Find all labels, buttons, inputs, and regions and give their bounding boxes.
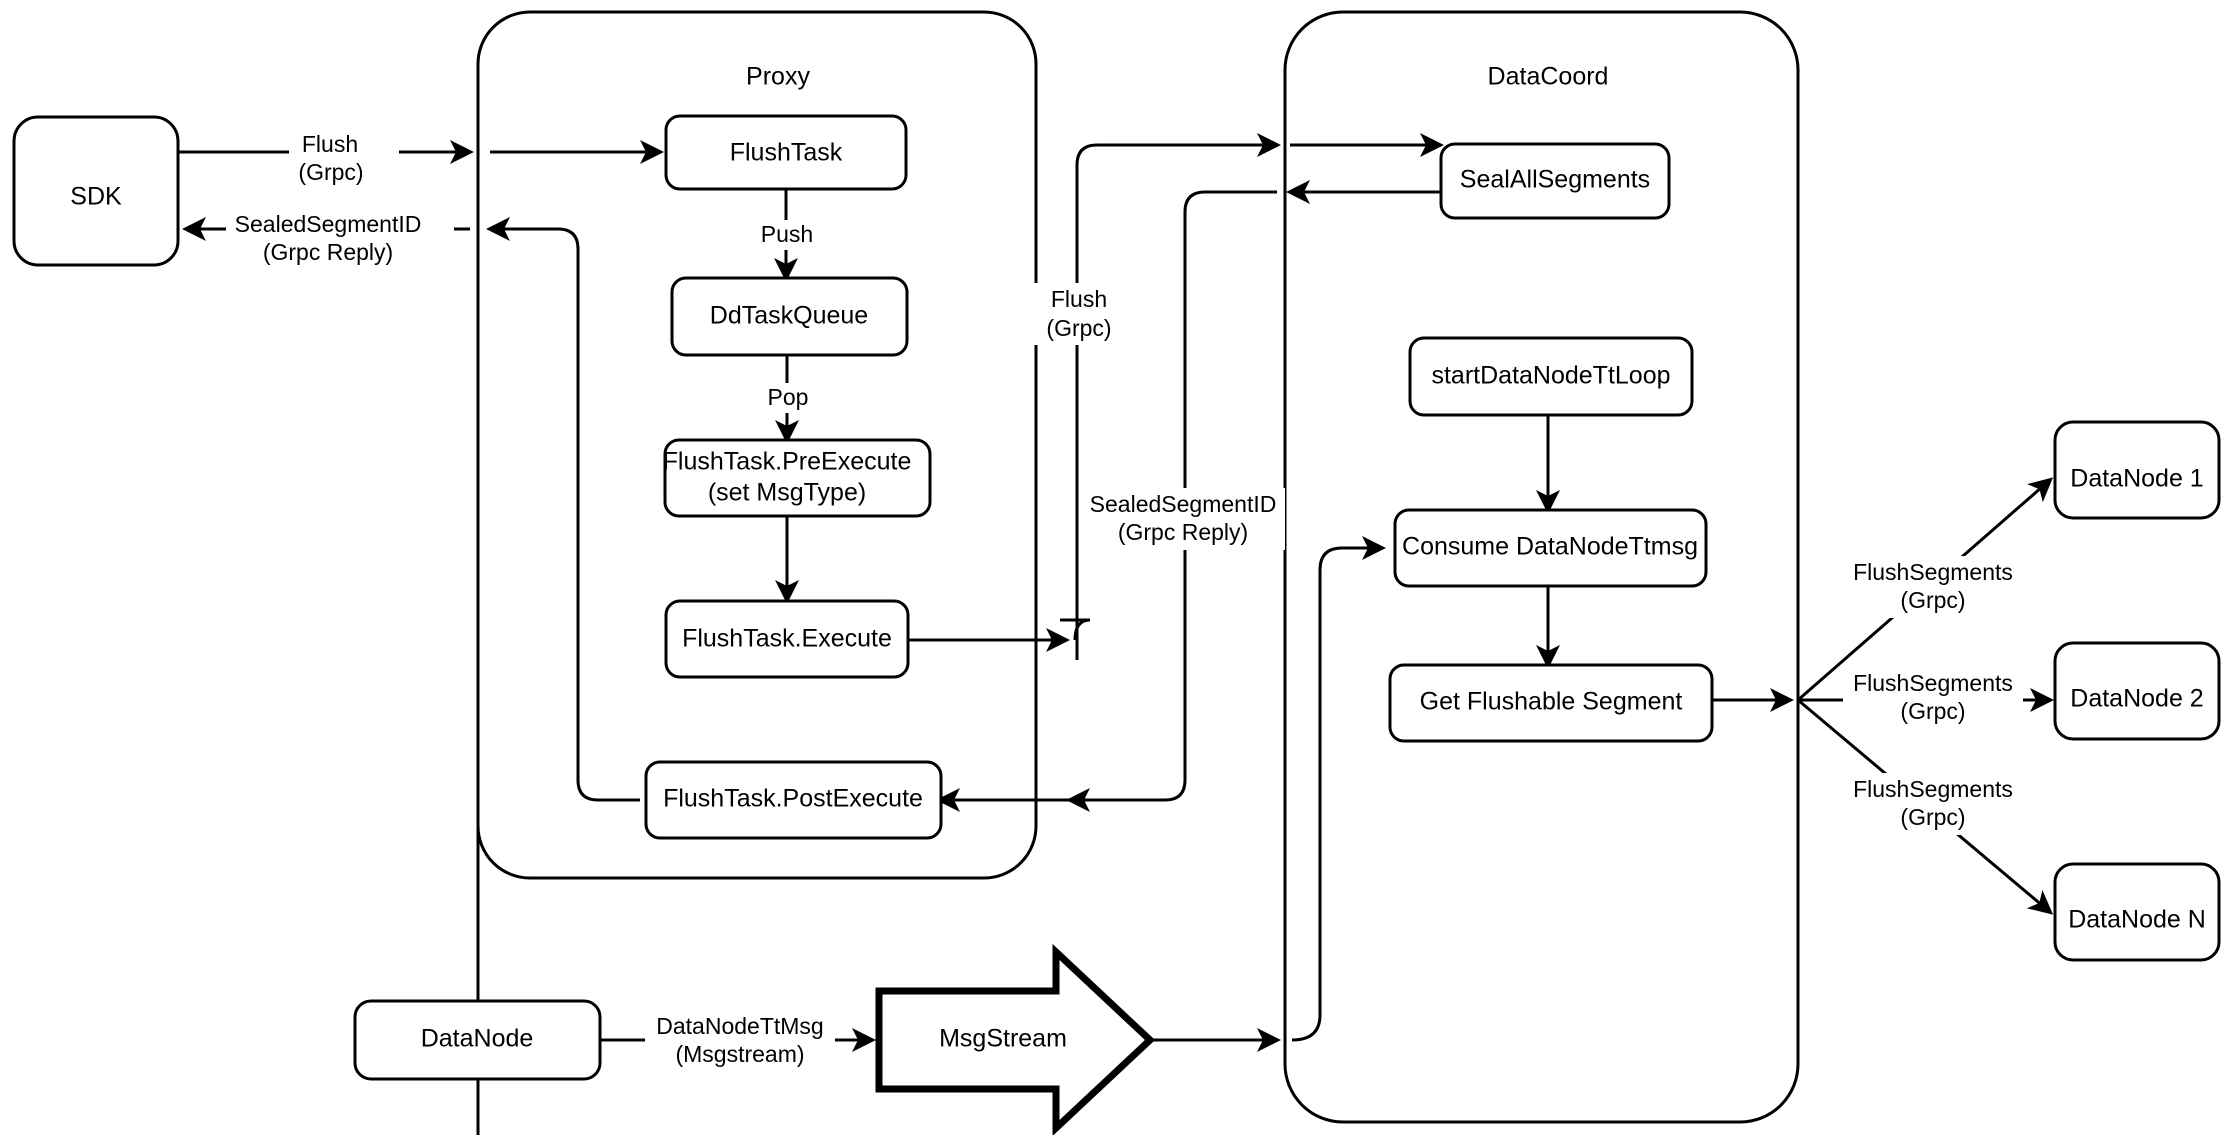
getflushablesegment-label: Get Flushable Segment — [1420, 688, 1683, 716]
msgstream-label: MsgStream — [939, 1025, 1067, 1053]
node-datanode-n[interactable]: DataNode N — [2053, 862, 2221, 962]
label-datacoord-reply-line1: SealedSegmentID — [1090, 491, 1277, 517]
label-proxy-flush-line1: Flush — [1051, 286, 1107, 312]
group-datacoord: DataCoord — [1283, 10, 1800, 1124]
node-get-flushable-segment[interactable]: Get Flushable Segment — [1388, 663, 1714, 743]
datanode2-box[interactable] — [2053, 641, 2221, 741]
node-msgstream[interactable]: MsgStream — [875, 943, 1156, 1135]
label-bg-push — [755, 220, 819, 250]
node-flushtask[interactable]: FlushTask — [664, 114, 908, 191]
consumedatanodettmsg-label: Consume DataNodeTtmsg — [1402, 533, 1698, 561]
label-bg-flushsegments-n — [1843, 773, 2023, 835]
label-push: Push — [761, 221, 813, 247]
sealallsegments-label: SealAllSegments — [1460, 166, 1650, 194]
label-bg-pop — [760, 383, 816, 413]
node-datanode-2[interactable]: DataNode 2 — [2053, 641, 2221, 741]
label-sdk-reply-line2: (Grpc Reply) — [263, 239, 393, 265]
label-flushsegments-1-line1: FlushSegments — [1853, 559, 2013, 585]
sealallsegments-box[interactable] — [1439, 142, 1671, 220]
startdatanodettloop-box[interactable] — [1408, 336, 1694, 417]
datacoord-container — [1283, 10, 1800, 1124]
datanoden-label: DataNode N — [2068, 906, 2206, 934]
datanode-bottom-label: DataNode — [421, 1025, 534, 1053]
label-bg-flushsegments-1 — [1843, 556, 2023, 618]
label-proxy-flush-line2: (Grpc) — [1046, 315, 1111, 341]
postexecute-label: FlushTask.PostExecute — [663, 785, 923, 813]
node-start-datanode-tt-loop[interactable]: startDataNodeTtLoop — [1408, 336, 1694, 417]
datanode1-box[interactable] — [2053, 420, 2221, 520]
datanode2-label: DataNode 2 — [2070, 685, 2203, 713]
label-bg-proxy-flush-grpc — [1029, 283, 1129, 345]
edge-flush-grpc-rail — [1075, 133, 1281, 660]
label-sdk-flush-line2: (Grpc) — [298, 159, 363, 185]
ddtaskqueue-label: DdTaskQueue — [710, 302, 868, 330]
datacoord-group-label: DataCoord — [1488, 63, 1609, 91]
sdk-label: SDK — [70, 183, 122, 211]
execute-box[interactable] — [664, 599, 910, 679]
edge-flushrail-corner-helper — [1060, 618, 1091, 641]
ddtaskqueue-box[interactable] — [670, 276, 909, 357]
sdk-box[interactable] — [12, 115, 180, 267]
label-flushsegments-1-line2: (Grpc) — [1900, 587, 1965, 613]
label-flushsegments-n-line2: (Grpc) — [1900, 804, 1965, 830]
edge-ttmsg-rail-to-consume — [1291, 536, 1386, 1042]
label-datanodettmsg-line2: (Msgstream) — [675, 1041, 804, 1067]
node-sealallsegments[interactable]: SealAllSegments — [1439, 142, 1671, 220]
datanode1-label: DataNode 1 — [2070, 465, 2203, 493]
label-sdk-reply-line1: SealedSegmentID — [235, 211, 422, 237]
getflushablesegment-box[interactable] — [1388, 663, 1714, 743]
preexecute-label-line1: FlushTask.PreExecute — [663, 448, 912, 476]
flushtask-box[interactable] — [664, 114, 908, 191]
label-sdk-flush-line1: Flush — [302, 131, 358, 157]
preexecute-box[interactable] — [663, 438, 932, 518]
node-sdk[interactable]: SDK — [12, 115, 180, 267]
node-ddtaskqueue[interactable]: DdTaskQueue — [670, 276, 909, 357]
label-datanodettmsg-line1: DataNodeTtMsg — [656, 1013, 823, 1039]
postexecute-box[interactable] — [644, 760, 943, 840]
proxy-group-label: Proxy — [746, 63, 810, 91]
msgstream-arrow-shape[interactable] — [875, 943, 1156, 1135]
node-flushtask-preexecute[interactable]: FlushTask.PreExecute (set MsgType) — [663, 438, 932, 518]
label-flushsegments-2-line1: FlushSegments — [1853, 670, 2013, 696]
label-bg-datacoord-reply — [1085, 488, 1285, 550]
label-bg-flush-grpc — [289, 128, 399, 190]
node-datanode-bottom[interactable]: DataNode — [353, 999, 602, 1081]
flushtask-label: FlushTask — [730, 139, 843, 167]
startdatanodettloop-label: startDataNodeTtLoop — [1431, 362, 1670, 390]
label-bg-sealedsegmentid-reply — [226, 208, 454, 270]
datanode-bottom-box[interactable] — [353, 999, 602, 1081]
label-flushsegments-n-line1: FlushSegments — [1853, 776, 2013, 802]
label-pop: Pop — [768, 384, 809, 410]
execute-label: FlushTask.Execute — [682, 625, 892, 653]
node-datanode-1[interactable]: DataNode 1 — [2053, 420, 2221, 520]
label-datacoord-reply-line2: (Grpc Reply) — [1118, 519, 1248, 545]
consumedatanodettmsg-box[interactable] — [1393, 508, 1708, 588]
datanoden-box[interactable] — [2053, 862, 2221, 962]
label-flushsegments-2-line2: (Grpc) — [1900, 698, 1965, 724]
node-flushtask-postexecute[interactable]: FlushTask.PostExecute — [644, 760, 943, 840]
edge-postexecute-to-sdk — [486, 217, 640, 802]
preexecute-label-line2: (set MsgType) — [708, 479, 866, 507]
node-consume-datanode-ttmsg[interactable]: Consume DataNodeTtmsg — [1393, 508, 1708, 588]
label-bg-datanodettmsg — [645, 1010, 835, 1072]
label-bg-flushsegments-2 — [1843, 667, 2023, 729]
node-flushtask-execute[interactable]: FlushTask.Execute — [664, 599, 910, 679]
